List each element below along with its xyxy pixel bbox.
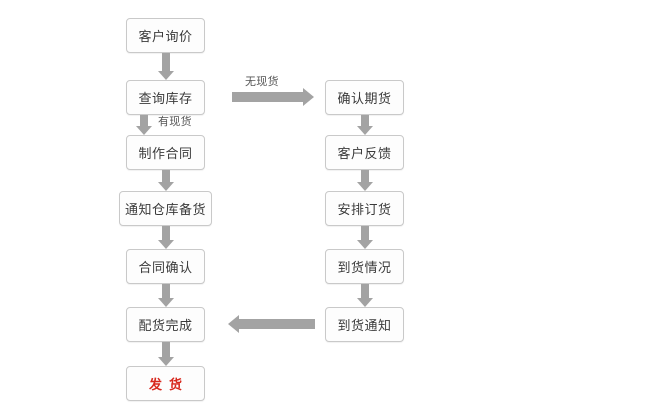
arrow-shaft [361,170,369,182]
node-arrival-status[interactable]: 到货情况 [325,249,404,284]
node-notify-warehouse[interactable]: 通知仓库备货 [119,191,212,226]
node-make-contract[interactable]: 制作合同 [126,135,205,170]
arrow-shaft [162,342,170,357]
node-label: 到货通知 [337,319,392,334]
arrow-head-icon [357,126,373,135]
arrow-head-icon [357,240,373,249]
arrow-head-icon [158,182,174,191]
node-label: 客户询价 [138,30,193,45]
node-label: 制作合同 [138,147,193,162]
node-label: 配货完成 [138,319,193,334]
arrow-shaft [140,115,148,126]
node-customer-feedback[interactable]: 客户反馈 [325,135,404,170]
arrow-head-icon [158,71,174,80]
arrow-shaft [232,92,303,102]
arrow-head-icon [158,357,174,366]
node-confirm-futures[interactable]: 确认期货 [325,80,404,115]
node-label: 确认期货 [337,92,392,107]
node-arrival-notice[interactable]: 到货通知 [325,307,404,342]
node-label: 安排订货 [337,203,392,218]
arrow-shaft [361,284,369,298]
arrow-head-icon [357,298,373,307]
arrow-head-icon [158,298,174,307]
node-label: 客户反馈 [337,147,392,162]
arrow-shaft [162,170,170,182]
node-customer-inquiry[interactable]: 客户询价 [126,18,205,53]
node-label: 到货情况 [337,261,392,276]
edge-label-no-stock: 无现货 [245,75,279,88]
arrow-shaft [162,226,170,240]
arrow-head-icon [357,182,373,191]
node-arrange-order[interactable]: 安排订货 [325,191,404,226]
arrow-head-icon [158,240,174,249]
edge-label-in-stock: 有现货 [158,115,192,128]
arrow-head-icon [303,88,314,106]
arrow-head-icon [136,126,152,135]
node-confirm-contract[interactable]: 合同确认 [126,249,205,284]
node-label: 发货 [148,378,189,393]
arrow-shaft [361,115,369,126]
node-label: 合同确认 [138,261,193,276]
node-check-stock[interactable]: 查询库存 [126,80,205,115]
node-picking-done[interactable]: 配货完成 [126,307,205,342]
arrow-shaft [239,319,315,329]
node-ship[interactable]: 发货 [126,366,205,401]
arrow-shaft [361,226,369,240]
arrow-shaft [162,53,170,71]
node-label: 通知仓库备货 [124,203,206,218]
arrow-shaft [162,284,170,298]
node-label: 查询库存 [138,92,193,107]
arrow-head-icon [228,315,239,333]
